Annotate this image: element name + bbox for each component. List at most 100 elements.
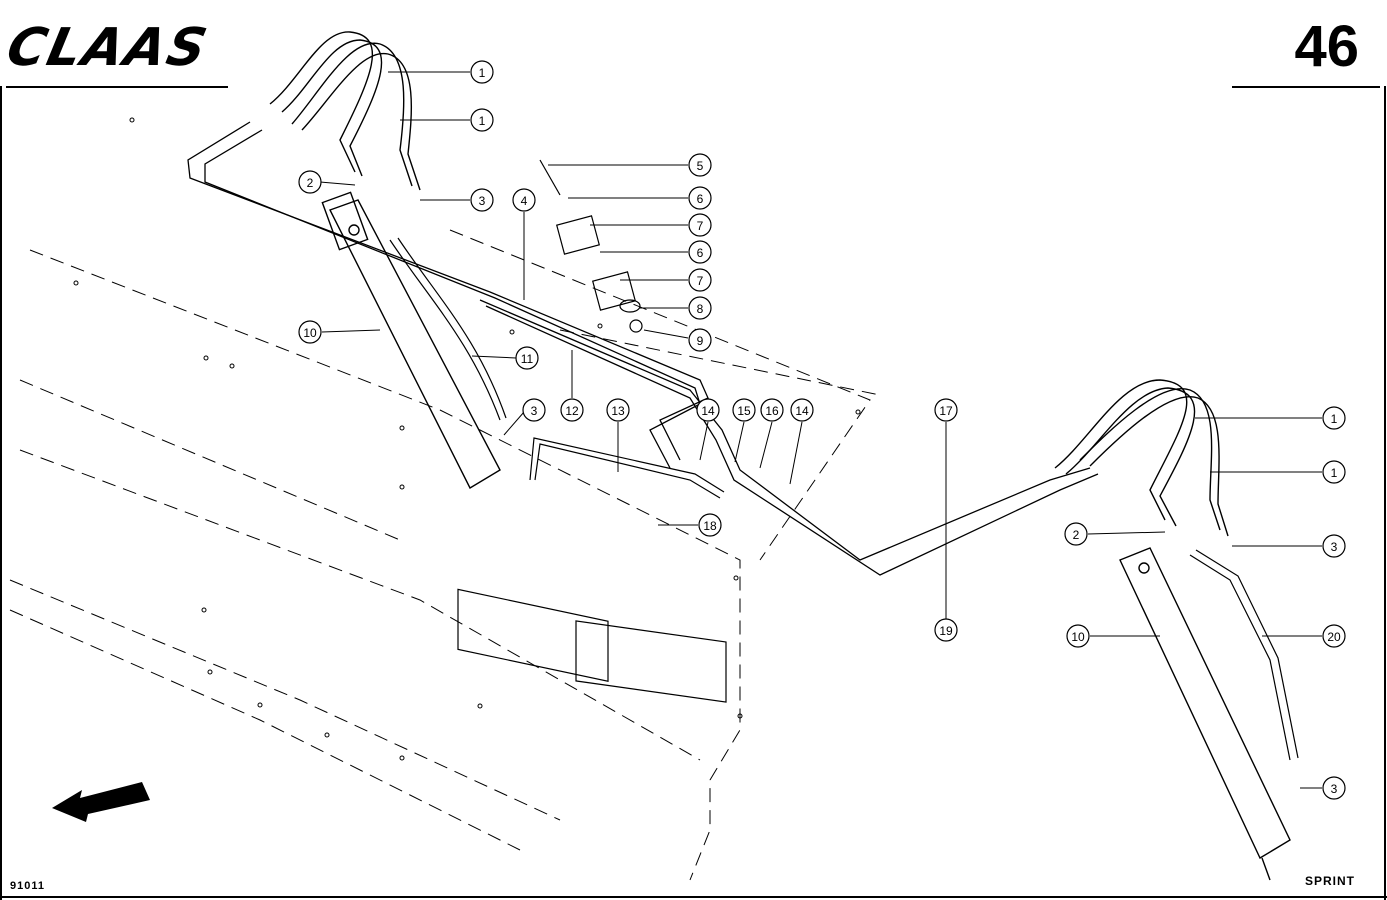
callout-balloon [732,398,756,422]
callout-label: 6 [697,246,704,260]
left-return-hose [389,237,507,421]
callout-label: 1 [1331,412,1338,426]
callout-20: 20 [1322,624,1346,648]
callout-4: 4 [512,188,536,212]
callout-label: 16 [765,404,779,418]
pipe-13 [529,437,725,499]
callout-label: 1 [479,66,486,80]
callout-2a: 2 [298,170,322,194]
callout-balloon [688,186,712,210]
callout-label: 1 [479,114,486,128]
callout-balloon [688,328,712,352]
callout-12: 12 [560,398,584,422]
frame-holes [73,117,861,761]
callout-balloon [512,188,536,212]
callout-label: 3 [1331,782,1338,796]
callout-leaders [319,71,1322,789]
callout-balloon [606,398,630,422]
callout-balloon [688,153,712,177]
clamp-parts [539,159,643,333]
callout-balloon [515,346,539,370]
left-hoses [269,31,421,191]
callout-label: 1 [1331,466,1338,480]
callout-19: 19 [934,618,958,642]
callout-label: 3 [479,194,486,208]
right-cylinder [1119,547,1291,881]
callout-balloon [934,398,958,422]
callout-11: 11 [515,346,539,370]
callout-label: 4 [521,194,528,208]
callout-balloon [1322,406,1346,430]
callout-balloon [696,398,720,422]
callout-3b: 3 [522,398,546,422]
callout-1d: 1 [1322,460,1346,484]
callout-balloon [688,213,712,237]
callout-balloon [298,320,322,344]
callout-balloon [1322,460,1346,484]
left-cylinder [321,191,501,489]
callout-14b: 14 [790,398,814,422]
callout-balloon [934,618,958,642]
callout-5: 5 [688,153,712,177]
callout-9: 9 [688,328,712,352]
page-number: 46 [1294,14,1359,79]
frame-bottom [0,896,1387,898]
callout-label: 2 [1073,528,1080,542]
callout-label: 6 [697,192,704,206]
callout-balloon [1322,624,1346,648]
callout-label: 12 [565,404,579,418]
callout-balloon [688,240,712,264]
callout-14a: 14 [696,398,720,422]
callout-label: 2 [307,176,314,190]
callout-17: 17 [934,398,958,422]
callout-balloon [1322,776,1346,800]
callout-label: 11 [521,352,534,366]
callout-label: 3 [531,404,538,418]
callout-10a: 10 [298,320,322,344]
callout-1c: 1 [1322,406,1346,430]
callout-label: 7 [697,219,704,233]
callout-label: 18 [703,519,717,533]
callout-1b: 1 [470,108,494,132]
header-rule-right [1232,86,1380,88]
callout-balloon [760,398,784,422]
callout-1a: 1 [470,60,494,84]
callout-18: 18 [698,513,722,537]
callout-label: 9 [697,334,704,348]
model-name: SPRINT [1305,874,1356,888]
drawing-number: 91011 [10,880,45,892]
callout-label: 3 [1331,540,1338,554]
callout-balloon [1322,534,1346,558]
header-rule-left [6,86,228,88]
callout-label: 14 [701,404,715,418]
callout-balloon [298,170,322,194]
callout-15: 15 [732,398,756,422]
callout-balloon [790,398,814,422]
callout-balloon [522,398,546,422]
callout-3a: 3 [470,188,494,212]
callout-10b: 10 [1066,624,1090,648]
callout-label: 8 [697,302,704,316]
callout-label: 13 [611,404,625,418]
callout-label: 15 [737,404,751,418]
callout-label: 19 [939,624,953,638]
header-frame-outline [9,229,881,881]
callout-balloon [1064,522,1088,546]
frame-right [1384,86,1386,900]
callout-label: 10 [1071,630,1085,644]
callout-label: 7 [697,274,704,288]
callout-label: 10 [303,326,317,340]
callout-2b: 2 [1064,522,1088,546]
callout-label: 17 [939,404,953,418]
valve-blocks [457,588,727,703]
callout-balloon [688,268,712,292]
callout-balloon [470,60,494,84]
pipe-20 [1189,549,1299,761]
callout-6a: 6 [688,186,712,210]
callout-label: 5 [697,159,704,173]
callout-label: 20 [1327,630,1341,644]
callout-7a: 7 [688,213,712,237]
callout-balloon [1066,624,1090,648]
